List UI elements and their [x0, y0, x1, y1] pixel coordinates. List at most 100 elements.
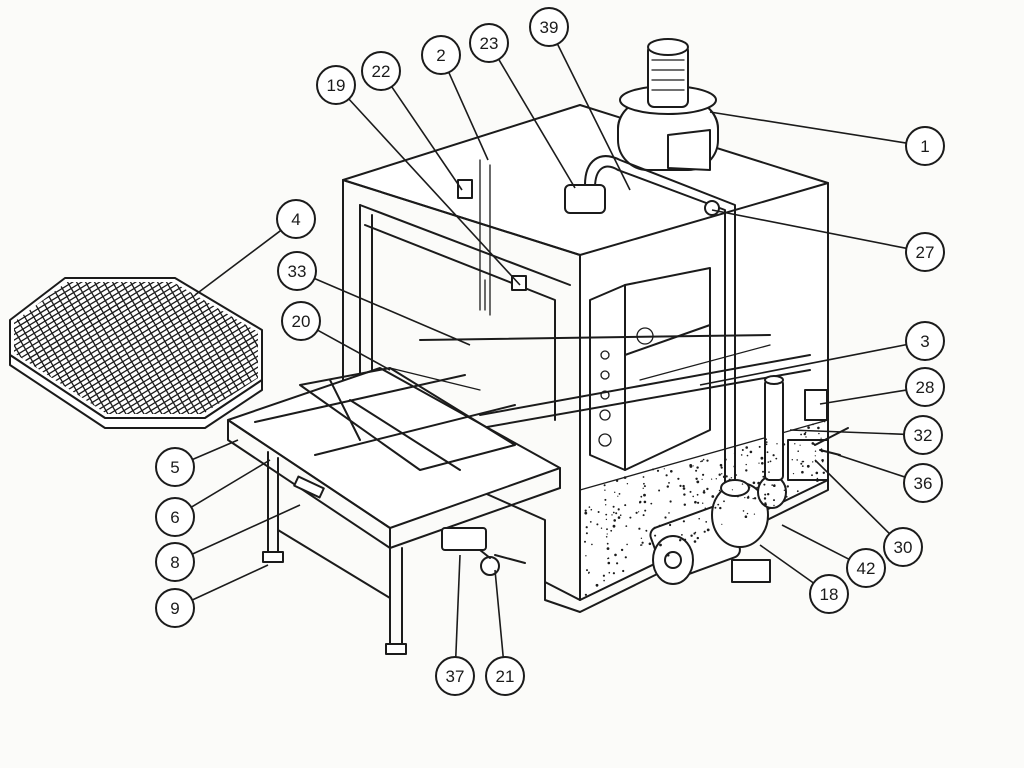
side-components — [764, 375, 849, 481]
callout-28: 28 — [905, 367, 945, 407]
callout-label: 9 — [170, 599, 179, 618]
rack-wire — [14, 282, 243, 414]
leader-line-36 — [837, 454, 906, 478]
rack-wire — [120, 282, 258, 414]
callout-label: 20 — [292, 312, 311, 331]
callout-label: 42 — [857, 559, 876, 578]
rack-wire — [192, 282, 258, 414]
rack-wire — [14, 282, 207, 414]
callout-5: 5 — [155, 447, 195, 487]
callout-circle-icon — [903, 463, 943, 503]
rack-wire — [201, 282, 258, 414]
callout-circle-icon — [529, 7, 569, 47]
callout-label: 2 — [436, 46, 445, 65]
leader-line-8 — [191, 504, 301, 555]
internal-rails — [419, 334, 811, 431]
callout-circle-icon — [905, 321, 945, 361]
rack-wire — [14, 282, 171, 414]
rack-wire — [48, 282, 160, 414]
rack-wire — [0, 250, 6, 440]
panel-texture — [584, 421, 826, 596]
callout-circle-icon — [903, 415, 943, 455]
callout-label: 6 — [170, 508, 179, 527]
callout-6: 6 — [155, 497, 195, 537]
rack-wire — [102, 282, 258, 414]
callout-label: 30 — [894, 538, 913, 557]
callout-39: 39 — [529, 7, 569, 47]
callout-label: 33 — [288, 262, 307, 281]
rack-wire — [111, 282, 258, 414]
rack-wire — [14, 282, 225, 414]
leader-line-33 — [314, 277, 471, 346]
rack-wire — [14, 282, 252, 414]
callout-20: 20 — [281, 301, 321, 341]
leader-line-4 — [194, 229, 282, 296]
leader-line-27 — [711, 209, 907, 250]
rack-wire — [14, 282, 234, 414]
leader-line-23 — [498, 58, 576, 189]
callout-circle-icon — [905, 367, 945, 407]
callout-23: 23 — [469, 23, 509, 63]
rack-wire — [39, 282, 151, 414]
rack-wire — [14, 282, 124, 414]
callout-19: 19 — [316, 65, 356, 105]
front-fittings — [441, 527, 526, 576]
callout-circle-icon — [905, 232, 945, 272]
callout-circle-icon — [883, 527, 923, 567]
callout-label: 3 — [920, 332, 929, 351]
rack-wire — [0, 250, 8, 440]
rack-wire — [48, 282, 258, 414]
leader-line-3 — [699, 343, 907, 386]
rack-wire — [147, 282, 258, 414]
rack-wire — [84, 282, 196, 414]
rack-wire — [75, 282, 258, 414]
callout-9: 9 — [155, 588, 195, 628]
callout-circle-icon — [905, 126, 945, 166]
leader-lines — [190, 43, 907, 658]
rack-wire — [14, 282, 198, 414]
callout-circle-icon — [846, 548, 886, 588]
rack-wire — [14, 282, 180, 414]
leader-line-39 — [556, 43, 631, 191]
rack-wire — [93, 282, 258, 414]
leader-line-28 — [819, 389, 907, 405]
callout-label: 22 — [372, 62, 391, 81]
rack-wire — [21, 282, 133, 414]
callout-circle-icon — [155, 447, 195, 487]
leader-line-2 — [448, 72, 489, 161]
rack-wire — [14, 282, 258, 414]
callout-circle-icon — [421, 35, 461, 75]
rack-wire — [30, 282, 142, 414]
rack-wire — [93, 282, 205, 414]
callout-label: 5 — [170, 458, 179, 477]
rack-wire — [84, 282, 258, 414]
callout-label: 8 — [170, 553, 179, 572]
rack-wire — [14, 282, 189, 414]
leader-line-5 — [192, 439, 239, 461]
leader-line-1 — [709, 111, 907, 144]
rack-wire — [138, 282, 258, 414]
callout-label: 27 — [916, 243, 935, 262]
callout-circle-icon — [276, 199, 316, 239]
callout-32: 32 — [903, 415, 943, 455]
rack-wire — [66, 282, 258, 414]
callout-label: 1 — [920, 137, 929, 156]
exhaust-fan — [617, 38, 719, 171]
callout-label: 21 — [496, 667, 515, 686]
callout-37: 37 — [435, 656, 475, 696]
callout-label: 36 — [914, 474, 933, 493]
callout-circle-icon — [155, 497, 195, 537]
rack-wire — [14, 282, 258, 414]
callout-circle-icon — [361, 51, 401, 91]
rack-wire — [66, 282, 178, 414]
leader-line-19 — [348, 98, 521, 286]
callout-label: 19 — [327, 76, 346, 95]
callout-30: 30 — [883, 527, 923, 567]
leader-line-37 — [454, 554, 461, 658]
leader-line-42 — [781, 524, 850, 561]
rack-wire — [183, 282, 258, 414]
callout-21: 21 — [485, 656, 525, 696]
pump-assembly — [649, 475, 787, 585]
